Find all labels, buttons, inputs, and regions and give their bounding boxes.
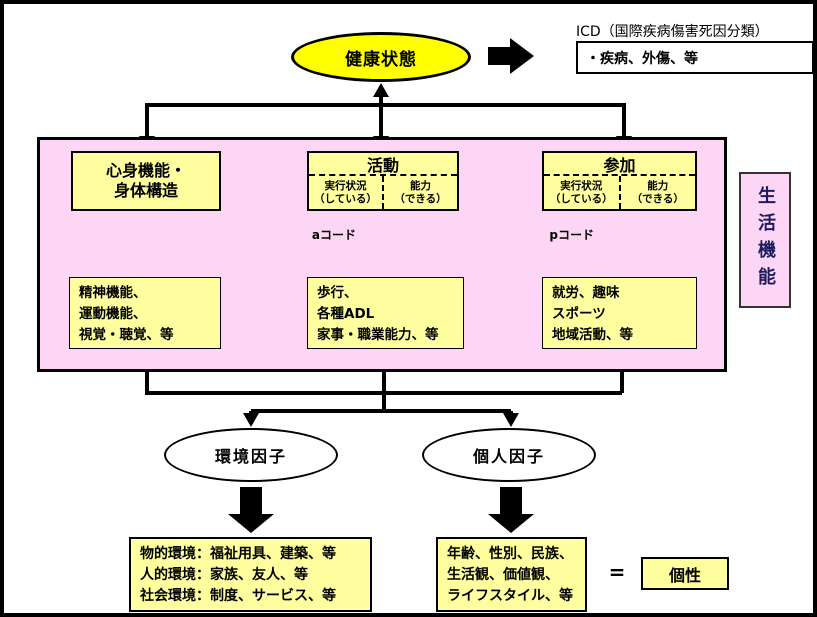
arrow-down-into-env-factor	[243, 413, 259, 427]
activity-capacity-sub: （できる）	[394, 192, 447, 205]
env-block-arrow	[228, 487, 274, 533]
body-functions-title-line1: 心身機能・	[105, 161, 186, 180]
environmental-detail-line: 物的環境：福祉用具、建築、等	[140, 546, 336, 562]
environmental-detail-box: 物的環境：福祉用具、建築、等 人的環境：家族、友人、等 社会環境：制度、サービス…	[129, 537, 372, 612]
body-detail-box: 精神機能、 運動機能、 視覚・聴覚、等	[69, 277, 221, 349]
participation-detail-line: 就労、趣味	[552, 285, 620, 301]
participation-performance-label: 実行状況	[560, 179, 603, 192]
activity-cells: 実行状況 （している） 能力 （できる）	[309, 174, 457, 209]
participation-detail-line: 地域活動、等	[552, 326, 633, 343]
individuality-box: 個性	[641, 557, 729, 590]
health-to-icd-block-arrow	[488, 38, 534, 74]
body-functions-box: 心身機能・ 身体構造	[71, 151, 221, 211]
activity-box: 活動 実行状況 （している） 能力 （できる）	[307, 151, 459, 211]
life-functioning-label: 生活機能	[755, 186, 776, 294]
a-code-label: aコード	[311, 228, 356, 242]
activity-detail-line: 歩行、	[317, 285, 358, 301]
activity-capacity-label: 能力	[410, 179, 431, 192]
participation-box: 参加 実行状況 （している） 能力 （できる）	[542, 151, 697, 211]
personal-block-arrow	[488, 487, 534, 533]
environmental-detail-line: 人的環境：家族、友人、等	[140, 567, 308, 583]
arrow-down-into-personal-factor	[503, 413, 519, 427]
participation-cells: 実行状況 （している） 能力 （できる）	[544, 174, 695, 209]
body-functions-title-line2: 身体構造	[113, 181, 178, 200]
personal-detail-line: ライフスタイル、等	[447, 588, 573, 604]
equals-sign: =	[608, 560, 626, 584]
activity-detail-box: 歩行、 各種ADL 家事・職業能力、等	[307, 277, 464, 349]
environmental-factors-ellipse: 環境因子	[164, 428, 338, 482]
body-detail-line: 精神機能、	[79, 285, 147, 301]
participation-title: 参加	[603, 155, 636, 175]
activity-capacity-cell: 能力 （できる）	[382, 176, 457, 209]
personal-factors-ellipse: 個人因子	[422, 428, 596, 482]
participation-capacity-sub: （できる）	[631, 192, 684, 205]
icd-items-box: ・疾病、外傷、等	[576, 41, 813, 74]
activity-performance-sub: （している）	[314, 192, 377, 205]
personal-detail-box: 年齢、性別、民族、 生活観、価値観、 ライフスタイル、等	[436, 537, 587, 612]
activity-performance-label: 実行状況	[324, 179, 367, 192]
body-detail-line: 運動機能、	[79, 305, 147, 322]
environmental-detail-line: 社会環境：制度、サービス、等	[140, 588, 336, 604]
icd-title: ICD（国際疾病傷害死因分類）	[576, 24, 769, 40]
participation-detail-line: スポーツ	[552, 305, 606, 322]
activity-title: 活動	[366, 155, 399, 175]
health-condition-ellipse: 健康状態	[291, 32, 471, 82]
participation-performance-cell: 実行状況 （している）	[544, 176, 619, 209]
arrow-up-into-health	[373, 83, 389, 97]
personal-detail-line: 生活観、価値観、	[447, 567, 559, 583]
life-functioning-label-box: 生活機能	[739, 172, 791, 308]
participation-detail-box: 就労、趣味 スポーツ 地域活動、等	[542, 277, 697, 349]
top-connectors	[145, 86, 626, 144]
participation-capacity-label: 能力	[647, 179, 669, 192]
participation-performance-sub: （している）	[549, 192, 613, 205]
personal-detail-line: 年齢、性別、民族、	[447, 546, 573, 562]
body-detail-line: 視覚・聴覚、等	[79, 326, 174, 343]
activity-detail-line: 家事・職業能力、等	[317, 326, 439, 343]
participation-capacity-cell: 能力 （できる）	[618, 176, 696, 209]
p-code-label: pコード	[549, 228, 594, 242]
activity-performance-cell: 実行状況 （している）	[309, 176, 382, 209]
activity-detail-line: 各種ADL	[317, 305, 375, 322]
